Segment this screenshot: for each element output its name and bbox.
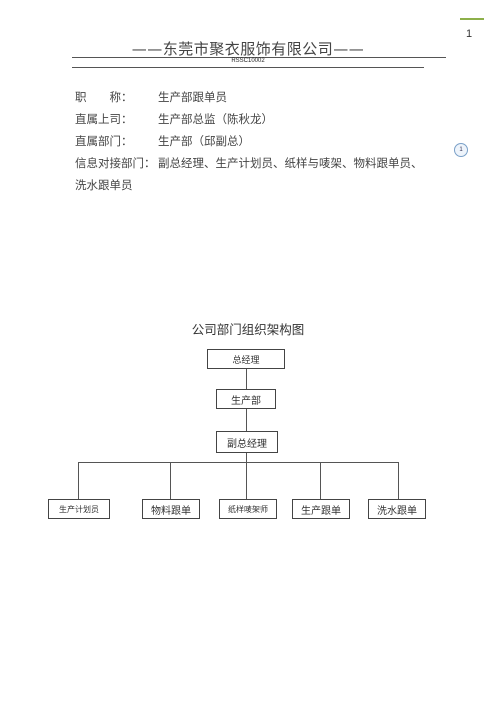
org-node-general-manager: 总经理 <box>207 349 285 369</box>
org-node-production-dept: 生产部 <box>216 389 276 409</box>
org-connector <box>246 453 247 462</box>
org-node-production-follow-up: 生产跟单 <box>292 499 350 519</box>
org-connector <box>246 369 247 389</box>
org-branch-line <box>78 462 398 463</box>
org-connector <box>246 462 247 499</box>
page-number-accent <box>460 18 484 20</box>
org-node-pattern-marker: 纸样唛架师 <box>219 499 277 519</box>
org-node-production-planner: 生产计划员 <box>48 499 110 519</box>
superior-label: 直属上司： <box>75 112 133 126</box>
superior-value: 生产部总监（陈秋龙） <box>158 112 273 126</box>
job-title-value: 生产部跟单员 <box>158 90 227 104</box>
org-chart-title: 公司部门组织架构图 <box>191 322 305 337</box>
job-info: 职 称： 生产部跟单员 直属上司： 生产部总监（陈秋龙） 直属部门： 生产部（邱… <box>75 86 455 206</box>
liaison-label: 信息对接部门： <box>75 156 156 170</box>
liaison-value-line2: 洗水跟单员 <box>75 178 133 192</box>
org-connector <box>170 462 171 499</box>
document-code: RSSC10002 <box>231 58 265 64</box>
comment-marker-icon[interactable]: 1 <box>454 143 468 157</box>
org-connector <box>398 462 399 499</box>
header-rule-bottom <box>72 67 424 68</box>
header-rule-top <box>72 57 446 58</box>
org-node-material-follow-up: 物料跟单 <box>142 499 200 519</box>
page-title: ——东莞市聚衣服饰有限公司—— <box>131 40 365 58</box>
department-label: 直属部门： <box>75 134 133 148</box>
org-connector <box>246 409 247 431</box>
job-title-label: 职 称： <box>75 90 133 104</box>
org-node-deputy-gm: 副总经理 <box>216 431 278 453</box>
department-value: 生产部（邱副总） <box>158 134 250 148</box>
org-connector <box>320 462 321 499</box>
page-number: 1 <box>466 28 473 40</box>
org-node-washing-follow-up: 洗水跟单 <box>368 499 426 519</box>
liaison-value-line1: 副总经理、生产计划员、纸样与唛架、物料跟单员、 <box>158 156 423 170</box>
org-connector <box>78 462 79 499</box>
